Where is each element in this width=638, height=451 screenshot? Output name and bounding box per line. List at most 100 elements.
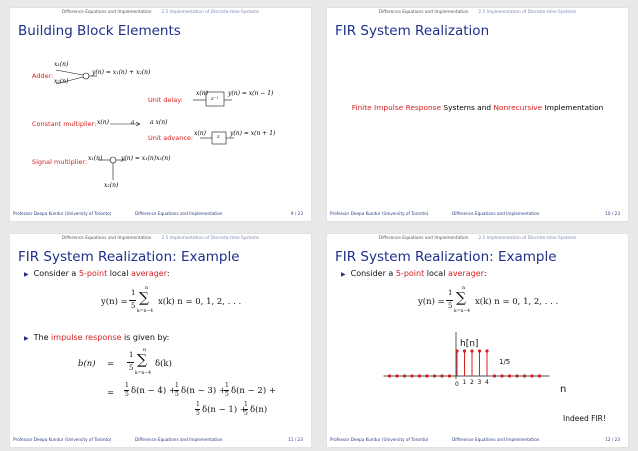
footer-author: Professor Deepa Kundur (University of To… [13, 211, 112, 216]
footer-title: Difference Equations and Implementation [135, 211, 223, 216]
unit-delay-output: y(n) = x(n − 1) [228, 90, 274, 97]
equals-sign: = [107, 388, 115, 398]
stem-point [395, 374, 399, 378]
stem-point [485, 349, 489, 353]
stem-point [492, 374, 497, 378]
x-tick-label: 4 [485, 379, 489, 386]
bullet-text: : [483, 269, 487, 278]
stem-point [500, 374, 504, 378]
bullet-impulse: ▶The impulse response is given by: [24, 333, 169, 342]
fir-text-1: Systems and [441, 103, 494, 112]
bullet-text: local [424, 269, 448, 278]
page-number: 10 / 23 [605, 211, 620, 216]
adder-input-2: x₂(n) [54, 78, 69, 85]
footer-author: Professor Deepa Kundur (University of To… [330, 211, 429, 216]
eq-body: x(k) n = 0, 1, 2, . . . [158, 297, 242, 307]
bullet-text: local [107, 269, 131, 278]
unit-advance-output: y(n) = x(n + 1) [230, 130, 276, 137]
section-title: 2.5 Implementation of Discrete-time Syst… [478, 10, 577, 15]
frac-den: 5 [196, 410, 200, 417]
frac-bar [127, 362, 134, 363]
frac-bar [195, 409, 200, 410]
section-title: 2.5 Implementation of Discrete-time Syst… [161, 236, 260, 241]
page-number: 9 / 23 [290, 211, 303, 216]
footer-title: Difference Equations and Implementation [135, 437, 223, 442]
bullet-highlight: averager [447, 269, 484, 278]
slide-9: Difference Equations and Implementation … [10, 8, 311, 221]
footer-title: Difference Equations and Implementation [452, 437, 540, 442]
stem-point [515, 374, 519, 378]
stem-point [462, 349, 467, 353]
impulse-term-2: δ(n − 3) + [181, 386, 226, 396]
frac-num: 1 [244, 401, 248, 408]
chapter-title: Difference Equations and Implementation [378, 10, 469, 15]
x-tick-label: 3 [477, 379, 482, 386]
frac-bar [174, 390, 179, 391]
sum-top: n [145, 285, 149, 291]
stem-point [447, 374, 452, 378]
slide-12: Difference Equations and Implementation … [327, 234, 628, 447]
x-tick-label: 1 [462, 379, 467, 386]
sum-top: n [143, 347, 147, 353]
sum-symbol: ∑ [137, 352, 147, 368]
bullet-triangle-icon: ▶ [24, 335, 29, 342]
stem-point [455, 349, 459, 353]
bullet-highlight: 5-point [395, 269, 425, 278]
bullet-text: is given by: [121, 333, 170, 342]
block-diagrams [55, 69, 234, 180]
stem-point [522, 374, 527, 378]
eq-lhs: y(n) = [418, 297, 445, 307]
bullet-text: The [33, 333, 52, 342]
sum-bottom: k=n−4 [137, 309, 154, 314]
stem-point [470, 349, 474, 353]
const-mult-output: a x(n) [150, 119, 168, 126]
slide-footer: Professor Deepa Kundur (University of To… [10, 437, 311, 445]
slide-header: Difference Equations and Implementation … [10, 10, 311, 18]
frac-bar [243, 409, 248, 410]
chart-xlabel: n [560, 384, 567, 395]
impulse-term-3: δ(n − 2) + [231, 386, 276, 396]
stem-point [432, 374, 437, 378]
chapter-title: Difference Equations and Implementation [61, 236, 152, 241]
unit-advance-block: z [217, 134, 220, 140]
x-tick-label: 2 [470, 379, 474, 386]
impulse-rhs-sum: δ(k) [155, 359, 172, 369]
slide-title: Building Block Elements [18, 23, 181, 39]
impulse-term-1: δ(n − 4) + [131, 386, 176, 396]
x-tick-label: 0 [455, 381, 459, 388]
stem-point [425, 374, 429, 378]
impulse-term-5: δ(n) [250, 405, 268, 415]
bullet-triangle-icon: ▶ [24, 271, 29, 278]
stem-point [402, 374, 407, 378]
fir-caption: Indeed FIR! [563, 414, 606, 423]
impulse-lhs: b(n) [78, 359, 96, 369]
sum-top: n [462, 285, 466, 291]
frac-den: 5 [448, 302, 453, 310]
footer-title: Difference Equations and Implementation [452, 211, 540, 216]
slide-header: Difference Equations and Implementation … [10, 236, 311, 244]
bullet-highlight: 5-point [78, 269, 108, 278]
page-number: 11 / 23 [288, 437, 303, 442]
stem-point [507, 374, 512, 378]
const-mult-gain: a [131, 119, 135, 126]
fir-statement: Finite Impulse Response Systems and Nonr… [327, 103, 628, 112]
signal-mult-label: Signal multiplier: [32, 158, 88, 166]
stem-point [440, 374, 444, 378]
adder-label: Adder: [32, 72, 54, 80]
bullet-triangle-icon: ▶ [341, 271, 346, 278]
frac-num: 1 [131, 289, 136, 297]
signal-mult-input-1: x₁(n) [88, 155, 103, 162]
frac-num: 1 [448, 289, 453, 297]
footer-author: Professor Deepa Kundur (University of To… [330, 437, 429, 442]
frac-den: 5 [225, 391, 229, 398]
frac-den: 5 [125, 391, 129, 398]
bullet-averager: ▶Consider a 5-point local averager: [24, 269, 170, 278]
slide-header: Difference Equations and Implementation … [327, 236, 628, 244]
stem-point [387, 374, 392, 378]
bullet-averager: ▶Consider a 5-point local averager: [341, 269, 487, 278]
slide-title: FIR System Realization: Example [335, 249, 557, 265]
frac-bar [129, 300, 136, 301]
sum-symbol: ∑ [139, 290, 149, 306]
frac-den: 5 [129, 364, 134, 372]
chapter-title: Difference Equations and Implementation [61, 10, 152, 15]
